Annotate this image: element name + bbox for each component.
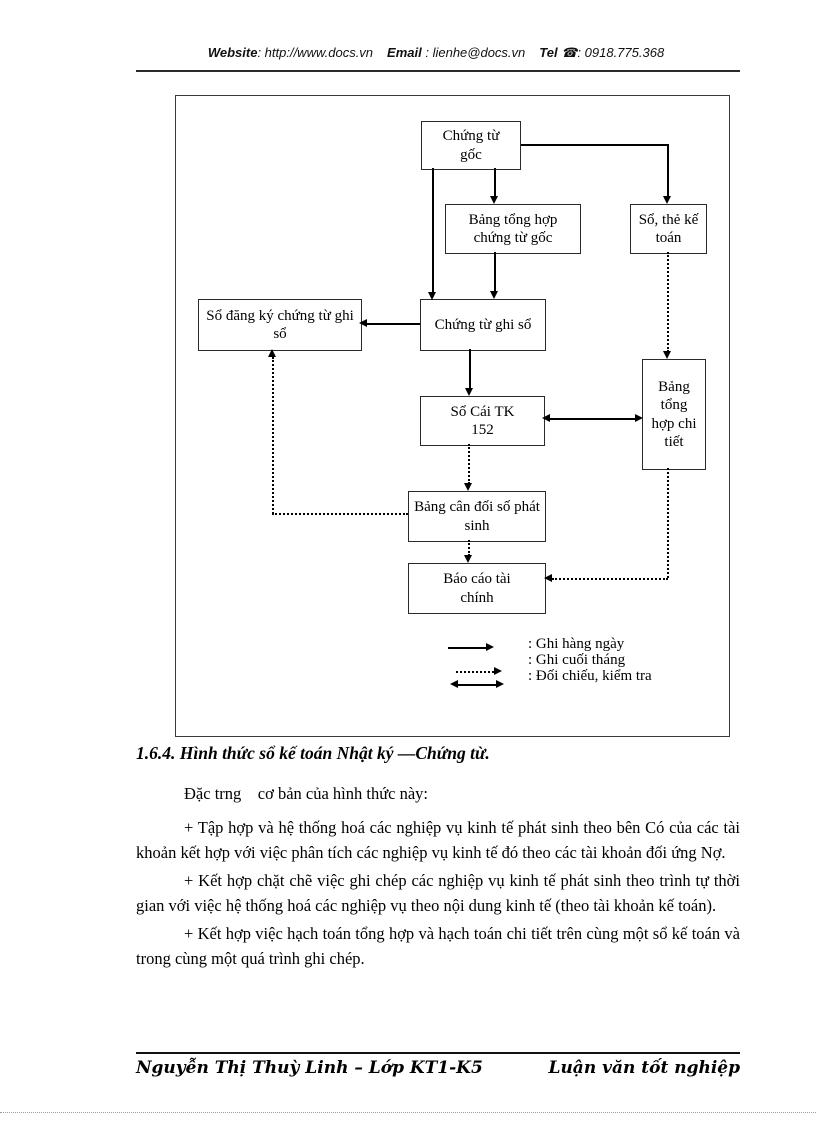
arrowhead-right-icon [496,680,504,688]
paragraph: + Tập hợp và hệ thống hoá các nghiệp vụ … [136,818,740,862]
node-bang-tong-hop-chung-tu-goc: Bảng tổng hợp chứng từ gốc [445,204,581,254]
email-value: : lienhe@docs.vn [425,45,526,60]
footer-doc-title: Luận văn tốt nghiệp [548,1058,740,1078]
body-content: 1.6.4. Hình thức sổ kế toán Nhật ký —Chứ… [136,742,740,974]
website-value: : http://www.docs.vn [257,45,374,60]
arrowhead-left-icon [450,680,458,688]
page-bottom-dotted-rule [0,1112,816,1113]
arrowhead-left-icon [544,574,552,582]
dotted-line-socai-to-candoi [468,444,470,484]
footer-rule [136,1052,740,1054]
arrowhead-right-icon [494,667,502,675]
tel-value: : 0918.775.368 [577,45,665,60]
flow-line-goc-to-tonghop [494,168,496,198]
page-footer: Nguyễn Thị Thuỳ Linh – Lớp KT1-K5 Luận v… [136,1058,740,1078]
arrowhead-down-icon [663,196,671,204]
flow-line-tonghop-to-ghiso [494,252,496,293]
legend-item-reconcile: : Đối chiếu, kiểm tra [528,668,652,684]
node-label: Bảng tổng hợp chứng từ gốc [468,211,558,246]
flow-line-goc-to-ghiso [432,168,434,292]
page-header: Website: http://www.docs.vn Email : lienh… [28,45,816,61]
node-chung-tu-goc: Chứng từ gốc [421,121,521,170]
node-so-cai-tk-152: Sổ Cái TK 152 [420,396,545,446]
arrowhead-left-icon [359,319,367,327]
node-bang-can-doi-so-phat-sinh: Bảng cân đối số phát sinh [408,491,546,542]
arrowhead-down-icon [490,196,498,204]
flow-line-goc-to-sothe-v [667,144,669,196]
node-label: Chứng từ ghi sổ [434,316,532,333]
node-label: Bảng cân đối số phát sinh [414,499,540,534]
dotted-line-chitiet-to-baocao-h [552,578,668,580]
legend-double-arrow-icon [458,684,496,686]
website-label: Website [207,45,258,60]
flow-line-ghiso-to-dangky [366,323,420,325]
arrowhead-down-icon [490,291,498,299]
accounting-flowchart: Chứng từ gốc Bảng tổng hợp chứng từ gốc … [175,95,730,737]
dotted-line-candoi-to-dangky-h [272,513,408,515]
legend-dotted-arrow-icon [456,671,494,673]
section-intro: Đặc trng cơ bản của hình thức này: [184,784,429,803]
flow-line-socai-chitiet-double [550,418,635,420]
legend-solid-arrow-icon [448,647,486,649]
node-label: Báo cáo tài chính [443,571,511,606]
node-label: Chứng từ gốc [442,128,500,163]
arrowhead-down-icon [464,555,472,563]
node-label: Sổ đăng ký chứng từ ghi sổ [206,307,354,342]
dotted-line-candoi-to-dangky-v [272,357,274,514]
arrowhead-down-icon [464,483,472,491]
footer-author: Nguyễn Thị Thuỳ Linh – Lớp KT1-K5 [136,1058,483,1078]
arrowhead-down-icon [663,351,671,359]
node-so-the-ke-toan: Sổ, thẻ kế toán [630,204,707,254]
flow-line-goc-to-sothe-h [521,144,668,146]
arrowhead-down-icon [428,292,436,300]
arrowhead-down-icon [465,388,473,396]
node-label: Sổ, thẻ kế toán [638,211,699,246]
section-heading: 1.6.4. Hình thức sổ kế toán Nhật ký —Chứ… [136,743,490,763]
arrowhead-left-icon [542,414,550,422]
tel-label: Tel [539,45,558,60]
paragraph: + Kết hợp việc hạch toán tổng hợp và hạc… [136,924,740,968]
node-so-dang-ky-chung-tu-ghi-so: Sổ đăng ký chứng từ ghi sổ [198,299,362,351]
arrowhead-right-icon [635,414,643,422]
email-label: Email [387,45,422,60]
legend-item-daily: : Ghi hàng ngày [528,636,625,652]
node-bang-tong-hop-chi-tiet: Bảng tổng hợp chi tiết [642,359,706,470]
node-label: Bảng tổng hợp chi tiết [651,378,697,450]
paragraph: + Kết hợp chặt chẽ việc ghi chép các ngh… [136,871,740,915]
node-label: Sổ Cái TK 152 [450,403,515,438]
dotted-line-chitiet-to-baocao-v [667,468,669,578]
node-chung-tu-ghi-so: Chứng từ ghi sổ [420,299,546,351]
arrowhead-right-icon [486,643,494,651]
phone-icon: ☎ [561,45,578,60]
node-bao-cao-tai-chinh: Báo cáo tài chính [408,563,546,614]
arrowhead-up-icon [268,349,276,357]
legend-item-monthly: : Ghi cuối tháng [528,652,626,668]
dotted-line-candoi-to-baocao [468,540,470,556]
flow-line-ghiso-to-socai [469,349,471,389]
header-rule [136,70,740,72]
dotted-line-sothe-to-chitiet [667,252,669,352]
